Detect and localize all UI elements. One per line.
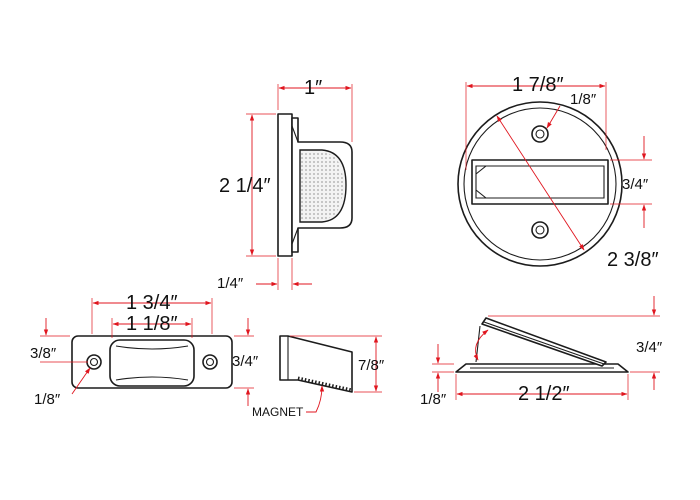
strike-plate-right-screw: [202, 354, 218, 370]
side-view-base-label: 1/4″: [217, 275, 244, 292]
strike-plate-block-contour: [115, 345, 189, 381]
strike-plate-edge-label: 3/8″: [30, 345, 57, 362]
magnet-view-height-label: 7/8″: [358, 357, 385, 374]
open-view-angle-arc: [473, 329, 489, 361]
round-view-bottom-screw: [531, 221, 549, 239]
magnet-view-body: [279, 335, 353, 393]
round-view-hole-label: 1/8″: [570, 91, 597, 108]
strike-plate-left-screw-hole: [89, 357, 99, 367]
strike-plate-left-screw: [86, 354, 102, 370]
open-view-flap: [481, 317, 607, 367]
magnet-view-label-leader: [306, 385, 325, 413]
magnet-view-label: MAGNET: [252, 405, 304, 419]
side-view-height-label: 2 1/4″: [219, 175, 271, 197]
strike-plate-length-label: 1 3/4″: [126, 292, 178, 314]
round-view-top-screw: [531, 125, 549, 143]
round-view-slot-label: 3/4″: [622, 176, 649, 193]
strike-plate-hole-label: 1/8″: [34, 391, 61, 408]
open-view-thick-label: 1/8″: [420, 391, 447, 408]
strike-plate-view: 1 3/4″ 1 1/8″ 3/4″ 3/8″ 1/8″: [30, 292, 259, 408]
strike-plate-hole-leader: [71, 367, 91, 395]
magnet-view-strip: [297, 376, 353, 392]
round-view: 1 7/8″ 1/8″ 3/4″ 2 3/8″: [457, 74, 659, 271]
round-view-inner-ring: [463, 107, 617, 261]
strike-plate-right-screw-hole: [205, 357, 215, 367]
open-view-length-label: 2 1/2″: [518, 383, 570, 405]
magnet-view: 7/8″ MAGNET: [252, 335, 385, 419]
round-view-overall-dim: [496, 115, 585, 251]
open-view-flap-edge: [483, 321, 605, 365]
strike-plate-raised-block: [109, 339, 195, 387]
strike-plate-height-label: 3/4″: [232, 353, 259, 370]
side-view-width-label: 1″: [304, 77, 322, 99]
round-view-diameter-label: 1 7/8″: [512, 74, 564, 96]
side-view-base-plate: [277, 113, 293, 257]
open-view: 3/4″ 1/8″ 2 1/2″: [420, 296, 663, 408]
strike-plate-spacing-label: 1 1/8″: [126, 313, 178, 335]
side-view-magnet-texture: [300, 152, 343, 220]
side-view-chamfer: [291, 125, 299, 245]
round-view-overall-label: 2 3/8″: [607, 249, 659, 271]
open-view-rise-label: 3/4″: [636, 339, 663, 356]
side-view: 1″ 2 1/4″ 1/4″: [217, 77, 353, 292]
round-view-slot-bevel: [475, 165, 487, 199]
